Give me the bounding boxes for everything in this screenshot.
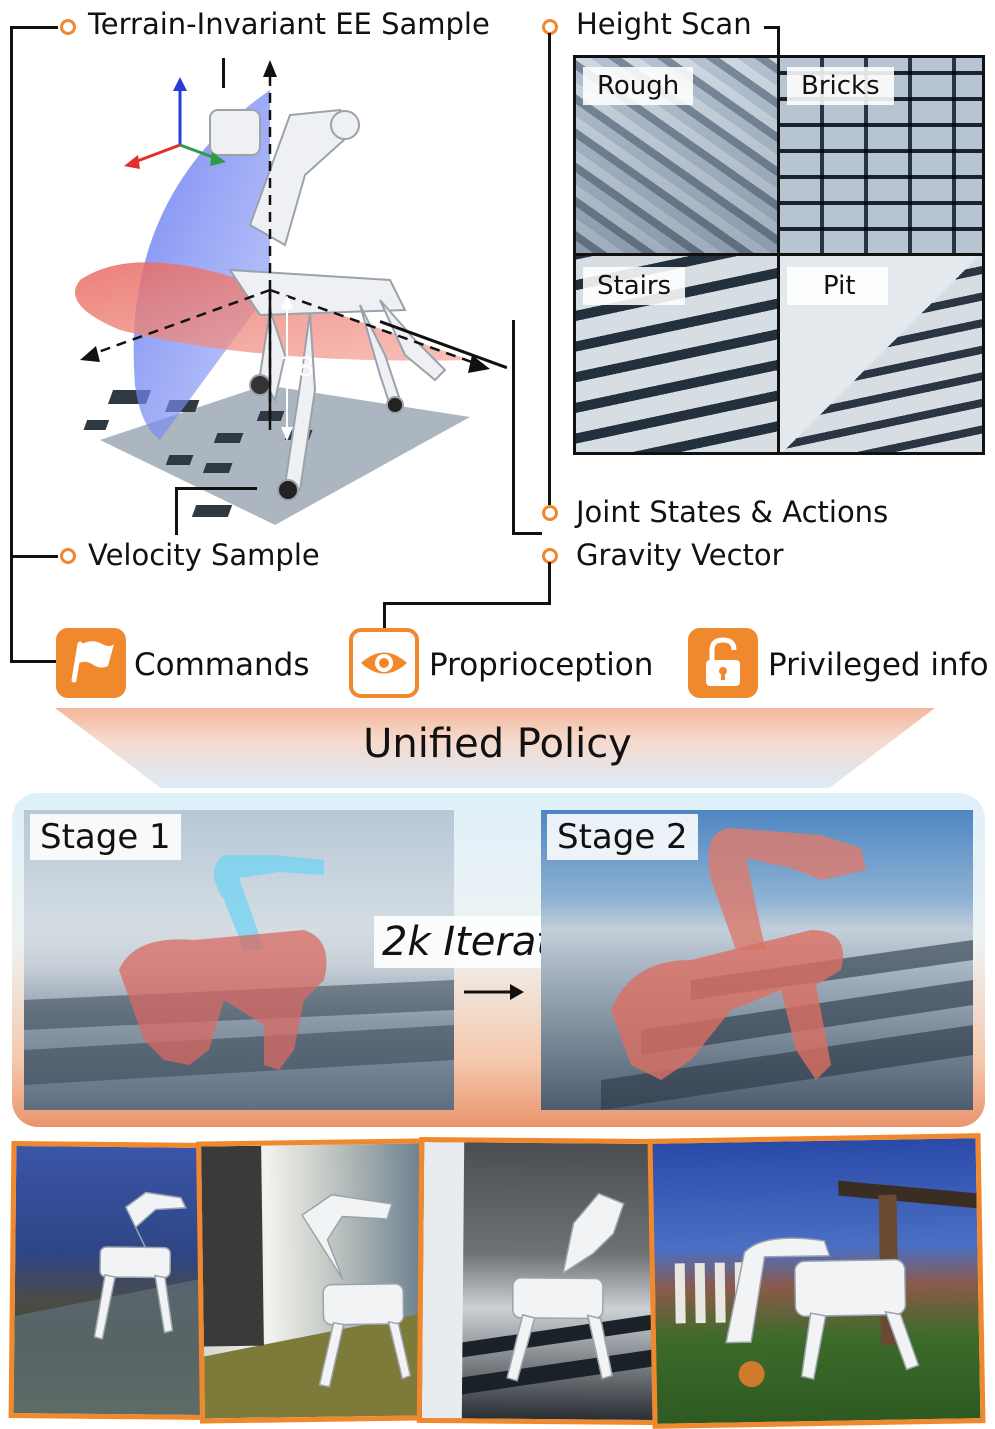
flag-icon <box>71 641 114 683</box>
gravity-label: Gravity Vector <box>576 538 784 572</box>
connector-proprio-v <box>383 602 386 630</box>
stage1-body-highlight <box>119 930 327 1070</box>
axis-left-arrow <box>80 346 100 362</box>
ground-plane <box>100 385 470 525</box>
connector-velocity-horizontal <box>10 555 58 558</box>
photo-1-scene <box>13 1191 206 1415</box>
robot-body <box>209 108 447 501</box>
eye-icon <box>361 652 407 674</box>
photo-3-scene <box>421 1141 657 1419</box>
photo-1 <box>8 1140 212 1421</box>
stage2-scene <box>601 828 973 1110</box>
stage1-tag: Stage 1 <box>30 814 181 860</box>
workspace-vertical-region <box>133 90 270 440</box>
height-scan-grid: Rough Bricks Stairs Pit <box>573 55 985 455</box>
stage1-scene <box>24 855 454 1085</box>
privileged-label: Privileged info <box>768 647 989 683</box>
connector-commands-horizontal <box>10 660 58 663</box>
connector-velocity-stub <box>175 487 178 535</box>
connector-left-vertical <box>10 26 13 662</box>
height-scan-title: Height Scan <box>576 7 752 41</box>
joint-states-dot <box>542 505 558 521</box>
ee-frame-gizmo <box>124 77 226 169</box>
connector-gravity-h <box>383 602 551 605</box>
photo-3 <box>416 1136 664 1426</box>
stage2-body-highlight <box>611 930 843 1080</box>
commands-icon-box <box>56 628 126 698</box>
velocity-sample-dot <box>60 548 76 564</box>
height-marker <box>281 295 293 441</box>
velocity-sample-label: Velocity Sample <box>88 538 320 572</box>
connector-right-vertical <box>548 33 551 505</box>
tile-label-stairs: Stairs <box>583 267 686 305</box>
stage2-arm-highlight <box>708 828 866 950</box>
robot-workspace-diagram <box>75 60 490 525</box>
policy-banner <box>55 708 935 788</box>
connector-velocity-stub-h <box>175 487 257 490</box>
tile-label-rough: Rough <box>583 67 694 105</box>
axis-right-arrow <box>468 355 490 373</box>
connector-joint-path-h2 <box>512 532 542 535</box>
ee-sample-label: Terrain-Invariant EE Sample <box>88 7 490 41</box>
axis-up-arrow <box>263 60 277 77</box>
connector-joint-path-v <box>512 320 515 535</box>
proprioception-label: Proprioception <box>429 647 654 683</box>
photo-4-scene <box>674 1180 977 1388</box>
connector-height-scan-h <box>764 26 780 29</box>
joint-states-label: Joint States & Actions <box>576 495 889 529</box>
photo-4 <box>647 1133 986 1429</box>
connector-top-horizontal <box>10 26 58 29</box>
height-marker-label: 38 cm <box>280 352 365 383</box>
commands-label: Commands <box>134 647 310 683</box>
ee-sample-dot <box>60 19 76 35</box>
stage2-tag: Stage 2 <box>547 814 698 860</box>
stage-arrow <box>464 984 524 1000</box>
connector-height-scan-v <box>777 26 780 56</box>
connector-gravity-v <box>548 562 551 604</box>
tile-label-pit: Pit <box>787 267 888 305</box>
tile-label-bricks: Bricks <box>787 67 894 105</box>
photo-2 <box>196 1138 428 1424</box>
photo-2-scene <box>201 1145 423 1419</box>
policy-title: Unified Policy <box>363 721 632 767</box>
stage1-arm-highlight <box>214 855 324 950</box>
lock-icon <box>706 637 740 686</box>
privileged-icon-box <box>688 628 758 698</box>
connector-ee-down <box>222 58 225 88</box>
stage2-image <box>541 810 973 1110</box>
proprioception-icon-box <box>349 628 419 698</box>
